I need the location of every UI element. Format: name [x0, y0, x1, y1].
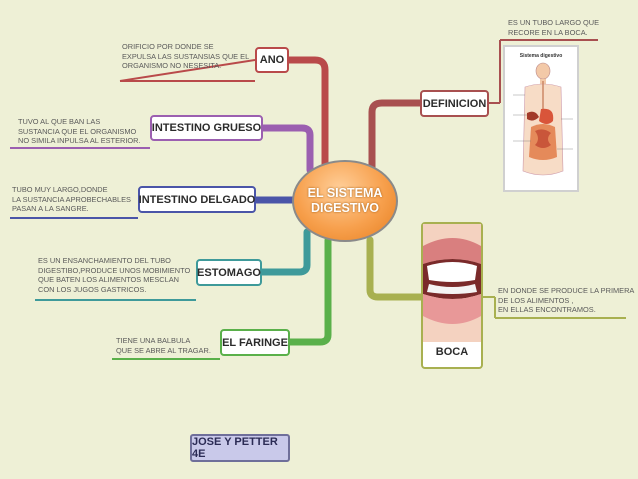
note-ano: ORIFICIO POR DONDE SE EXPULSA LAS SUSTAN… — [122, 42, 250, 71]
diagram-caption: Sistema digestivo — [519, 53, 563, 59]
node-ano: ANO — [255, 47, 289, 73]
diagram-icon — [513, 62, 573, 176]
note-estomago: ES UN ENSANCHAMIENTO DEL TUBO DIGESTIBO,… — [38, 256, 191, 294]
node-faringe: EL FARINGE — [220, 329, 290, 356]
node-intestino-delgado: INTESTINO DELGADO — [138, 186, 256, 213]
node-estomago: ESTOMAGO — [196, 259, 262, 286]
note-intestino-grueso: TUVO AL QUE BAN LAS SUSTANCIA QUE EL ORG… — [18, 117, 141, 146]
node-boca-label: BOCA — [435, 346, 469, 358]
digestive-system-diagram: Sistema digestivo — [503, 45, 579, 192]
footer-authors: JOSE Y PETTER 4E — [190, 434, 290, 462]
note-boca: EN DONDE SE PRODUCE LA PRIMERA DE LOS AL… — [498, 286, 635, 315]
central-topic-line1: EL SISTEMA — [307, 186, 383, 200]
mouth-photo — [423, 224, 481, 342]
central-topic: EL SISTEMA DIGESTIVO — [292, 160, 398, 242]
note-intestino-delgado: TUBO MUY LARGO,DONDE LA SUSTANCIA APROBE… — [12, 185, 131, 214]
note-definicion: ES UN TUBO LARGO QUE RECORE EN LA BOCA. — [508, 18, 600, 37]
boca-node: BOCA — [421, 222, 483, 369]
node-intestino-grueso: INTESTINO GRUESO — [150, 115, 263, 141]
central-topic-line2: DIGESTIVO — [310, 201, 380, 215]
node-definicion: DEFINICION — [420, 90, 489, 117]
note-faringe: TIENE UNA BALBULA QUE SE ABRE AL TRAGAR. — [116, 336, 211, 355]
